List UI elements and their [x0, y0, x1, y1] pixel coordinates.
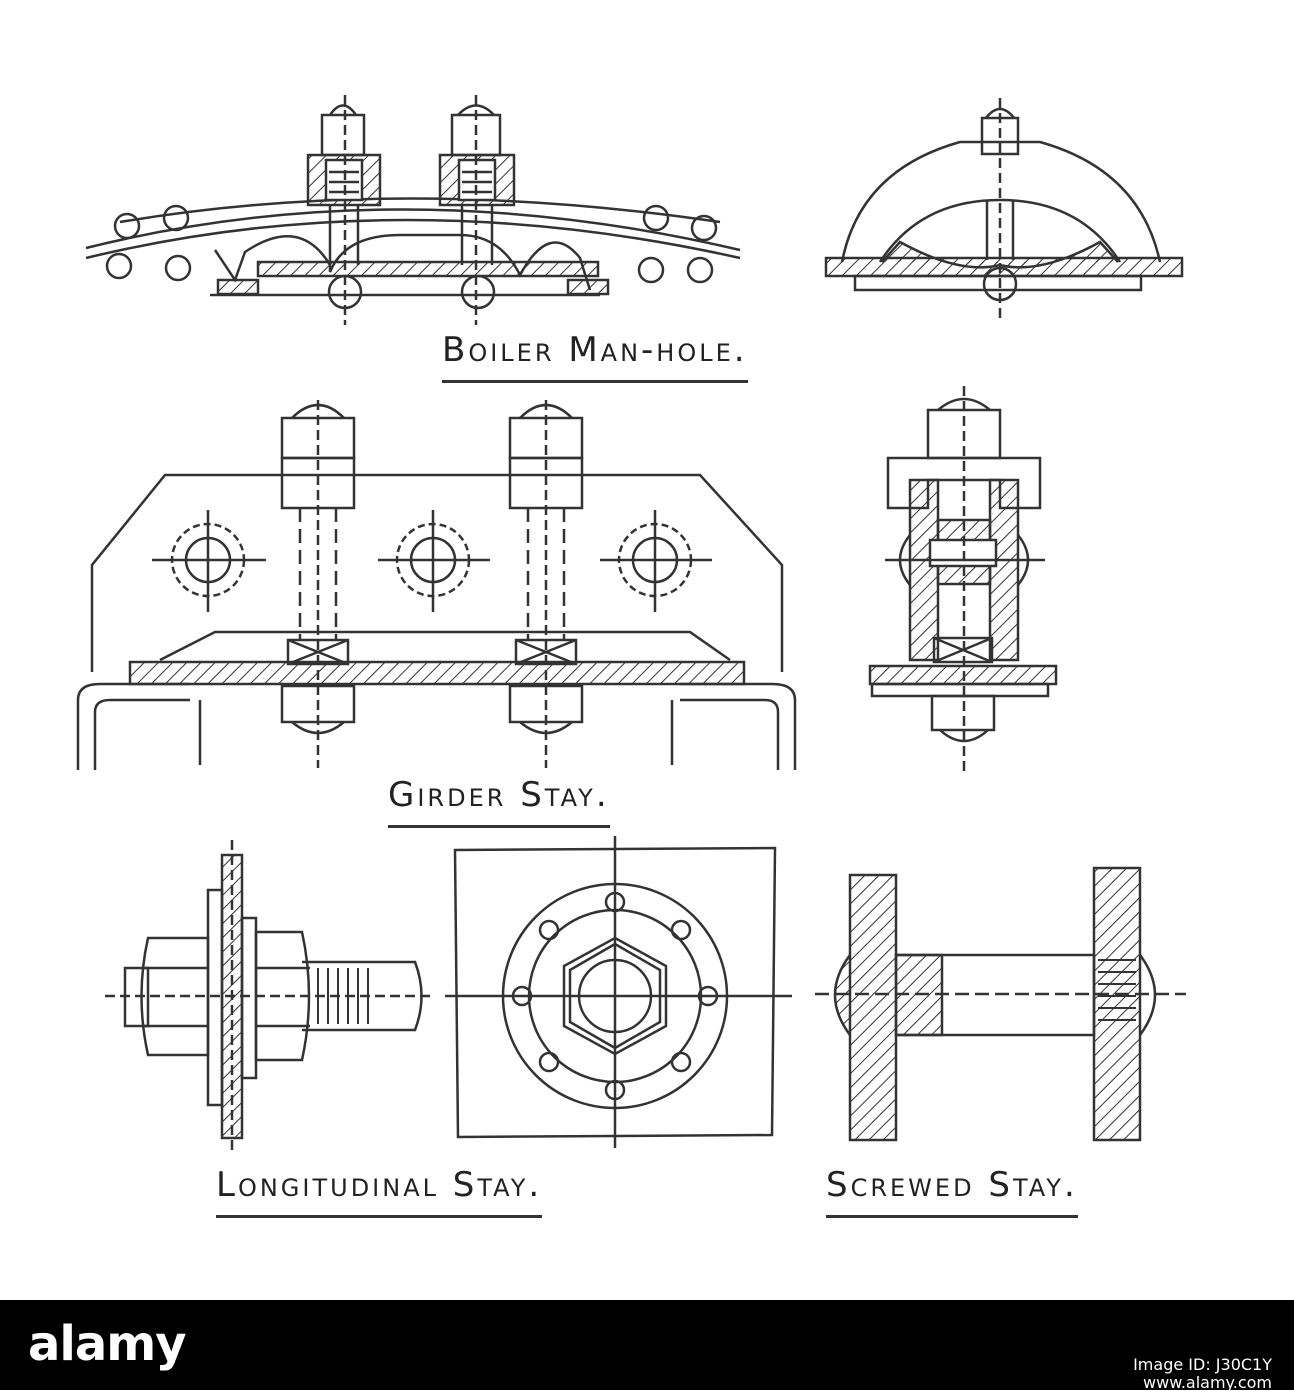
caption-girder-stay: Girder Stay. — [388, 775, 610, 828]
image-id-text: Image ID: J30C1Y — [1133, 1355, 1272, 1374]
screwed-stay — [815, 866, 1186, 1142]
caption-longitudinal-stay: Longitudinal Stay. — [216, 1165, 543, 1218]
plate-drawing — [76, 95, 1186, 1150]
image-id-block: Image ID: J30C1Y www.alamy.com — [1133, 1356, 1272, 1392]
watermark-footer-bar: alamy Image ID: J30C1Y www.alamy.com — [0, 1300, 1294, 1392]
manhole-side-view — [85, 95, 741, 325]
brand-logo: alamy — [28, 1316, 187, 1372]
girder-stay-side-view — [76, 400, 797, 770]
engineering-plate: Boiler Man-hole. Girder Stay. Longitudin… — [76, 95, 1186, 1218]
longitudinal-stay — [105, 840, 430, 1150]
stay-plate-face-view — [445, 836, 792, 1148]
caption-boiler-manhole: Boiler Man-hole. — [442, 330, 748, 383]
manhole-end-view — [824, 98, 1184, 322]
girder-stay-end-view — [868, 386, 1058, 775]
site-url-text: www.alamy.com — [1143, 1373, 1272, 1392]
caption-screwed-stay: Screwed Stay. — [826, 1165, 1078, 1218]
